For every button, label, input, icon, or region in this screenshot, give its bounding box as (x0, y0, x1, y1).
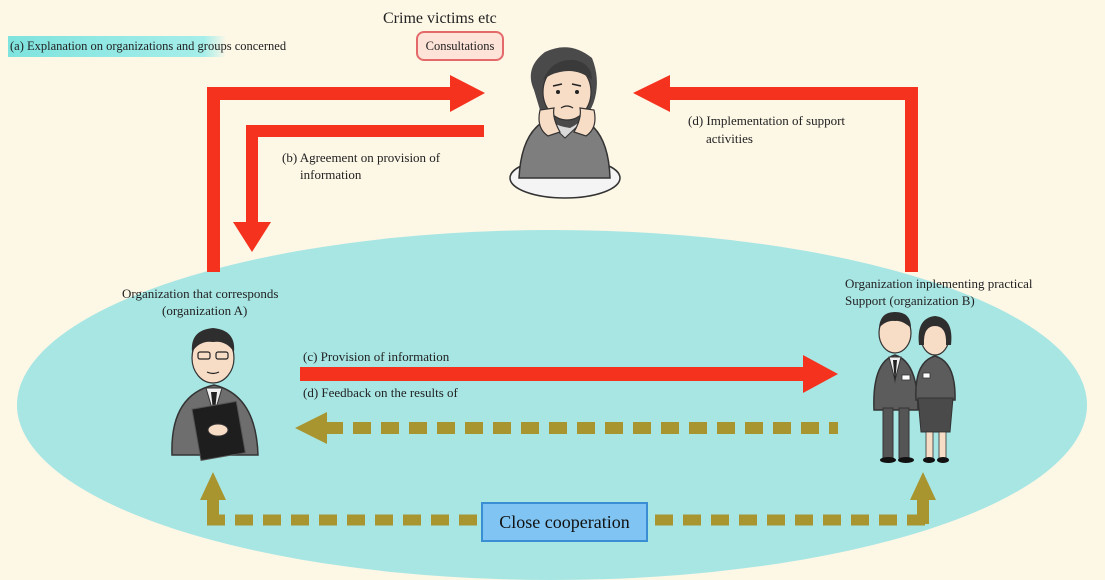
title-crime-victims: Crime victims etc (383, 10, 497, 27)
consultations-bubble: Consultations (416, 31, 504, 61)
label-b-line1: (b) Agreement on provision of (282, 150, 441, 165)
org-a-line1: Organization that corresponds (122, 286, 279, 301)
consultations-label: Consultations (425, 38, 495, 53)
label-d-feedback: (d) Feedback on the results of (303, 385, 458, 400)
label-d-top-line2: activities (706, 131, 753, 146)
red-arrow-b-to-victim (633, 75, 918, 272)
org-b-line1: Organization inplementing practical (845, 276, 1033, 291)
note-a-explanation: (a) Explanation on organizations and gro… (8, 36, 289, 57)
olive-arrow-feedback (295, 412, 838, 444)
org-b-line2: Support (organization B) (845, 293, 975, 308)
label-c-provision: (c) Provision of information (303, 349, 450, 364)
red-arrow-victim-to-a (233, 125, 484, 252)
close-cooperation-label: Close cooperation (499, 511, 630, 532)
organization-b-people-icon (873, 312, 956, 463)
organization-a-person-icon (171, 328, 259, 461)
red-arrow-c-provision (300, 355, 838, 393)
red-arrow-a-to-victim (207, 75, 485, 272)
org-a-line2: (organization A) (162, 303, 248, 318)
label-d-top-line1: (d) Implementation of support (688, 113, 846, 128)
cooperation-ellipse (17, 230, 1087, 580)
olive-arrow-cooperation (200, 472, 936, 526)
label-b-line2: information (300, 167, 362, 182)
close-cooperation-box: Close cooperation (481, 502, 648, 542)
victim-icon (518, 47, 611, 179)
